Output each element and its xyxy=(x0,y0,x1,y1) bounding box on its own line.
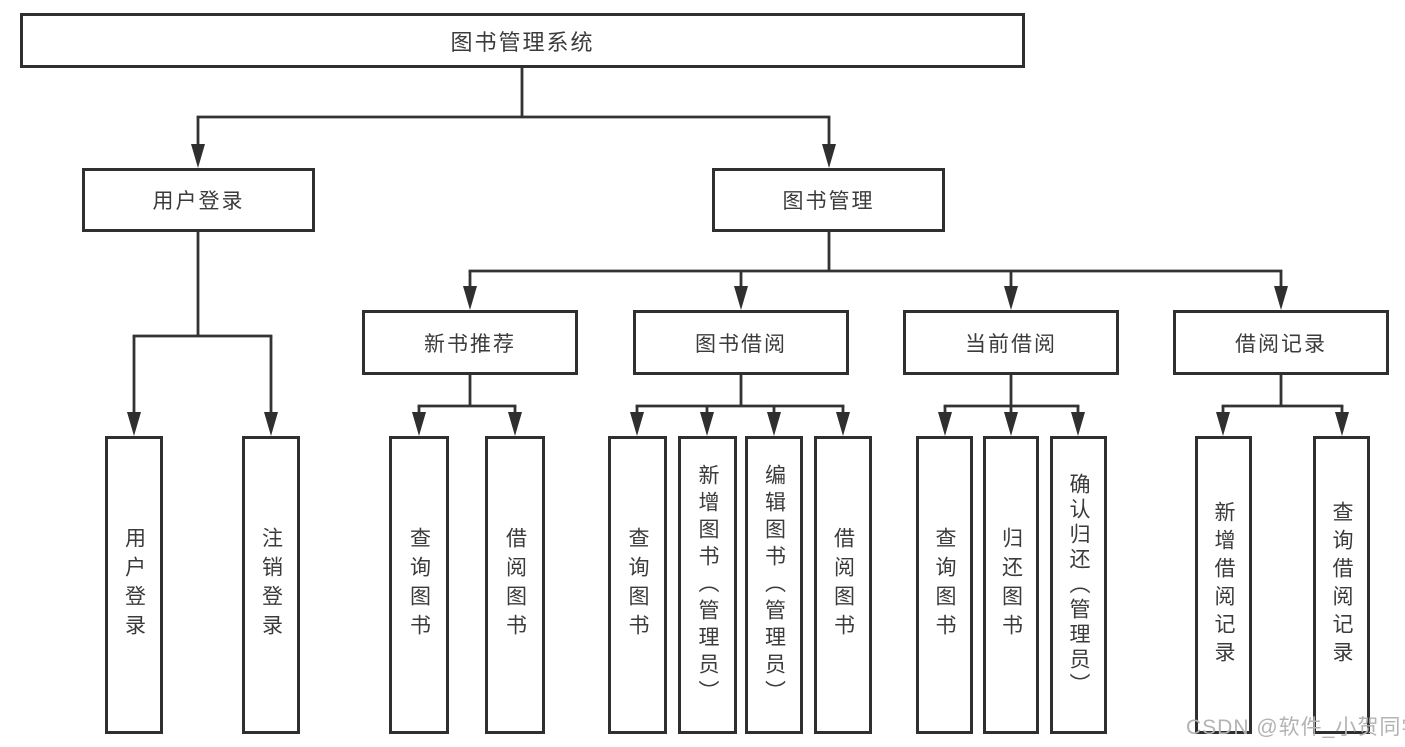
leaf-edit-book-admin: 编辑图书（管理员） xyxy=(745,436,803,734)
leaf-add-book-admin: 新增图书（管理员） xyxy=(678,436,737,734)
node-book-borrowing: 图书借阅 xyxy=(633,310,849,375)
node-borrowing-records: 借阅记录 xyxy=(1173,310,1389,375)
node-library-management-system: 图书管理系统 xyxy=(20,13,1025,68)
leaf-confirm-return-admin: 确认归还（管理员） xyxy=(1050,436,1107,734)
leaf-user-login: 用户登录 xyxy=(105,436,163,734)
leaf-query-books-borrowing: 查询图书 xyxy=(608,436,667,734)
leaf-add-borrow-record: 新增借阅记录 xyxy=(1195,436,1252,734)
node-book-management: 图书管理 xyxy=(712,168,945,232)
node-current-borrowing: 当前借阅 xyxy=(903,310,1119,375)
leaf-borrow-books-recommend: 借阅图书 xyxy=(485,436,545,734)
node-new-book-recommendation: 新书推荐 xyxy=(362,310,578,375)
leaf-borrow-books: 借阅图书 xyxy=(814,436,872,734)
csdn-watermark: CSDN @软件_小贺同学 xyxy=(1186,716,1405,739)
leaf-query-books-current: 查询图书 xyxy=(916,436,973,734)
leaf-query-borrow-record: 查询借阅记录 xyxy=(1313,436,1370,734)
node-user-login: 用户登录 xyxy=(82,168,315,232)
leaf-return-books: 归还图书 xyxy=(983,436,1039,734)
leaf-logout: 注销登录 xyxy=(242,436,300,734)
leaf-query-books-recommend: 查询图书 xyxy=(389,436,449,734)
